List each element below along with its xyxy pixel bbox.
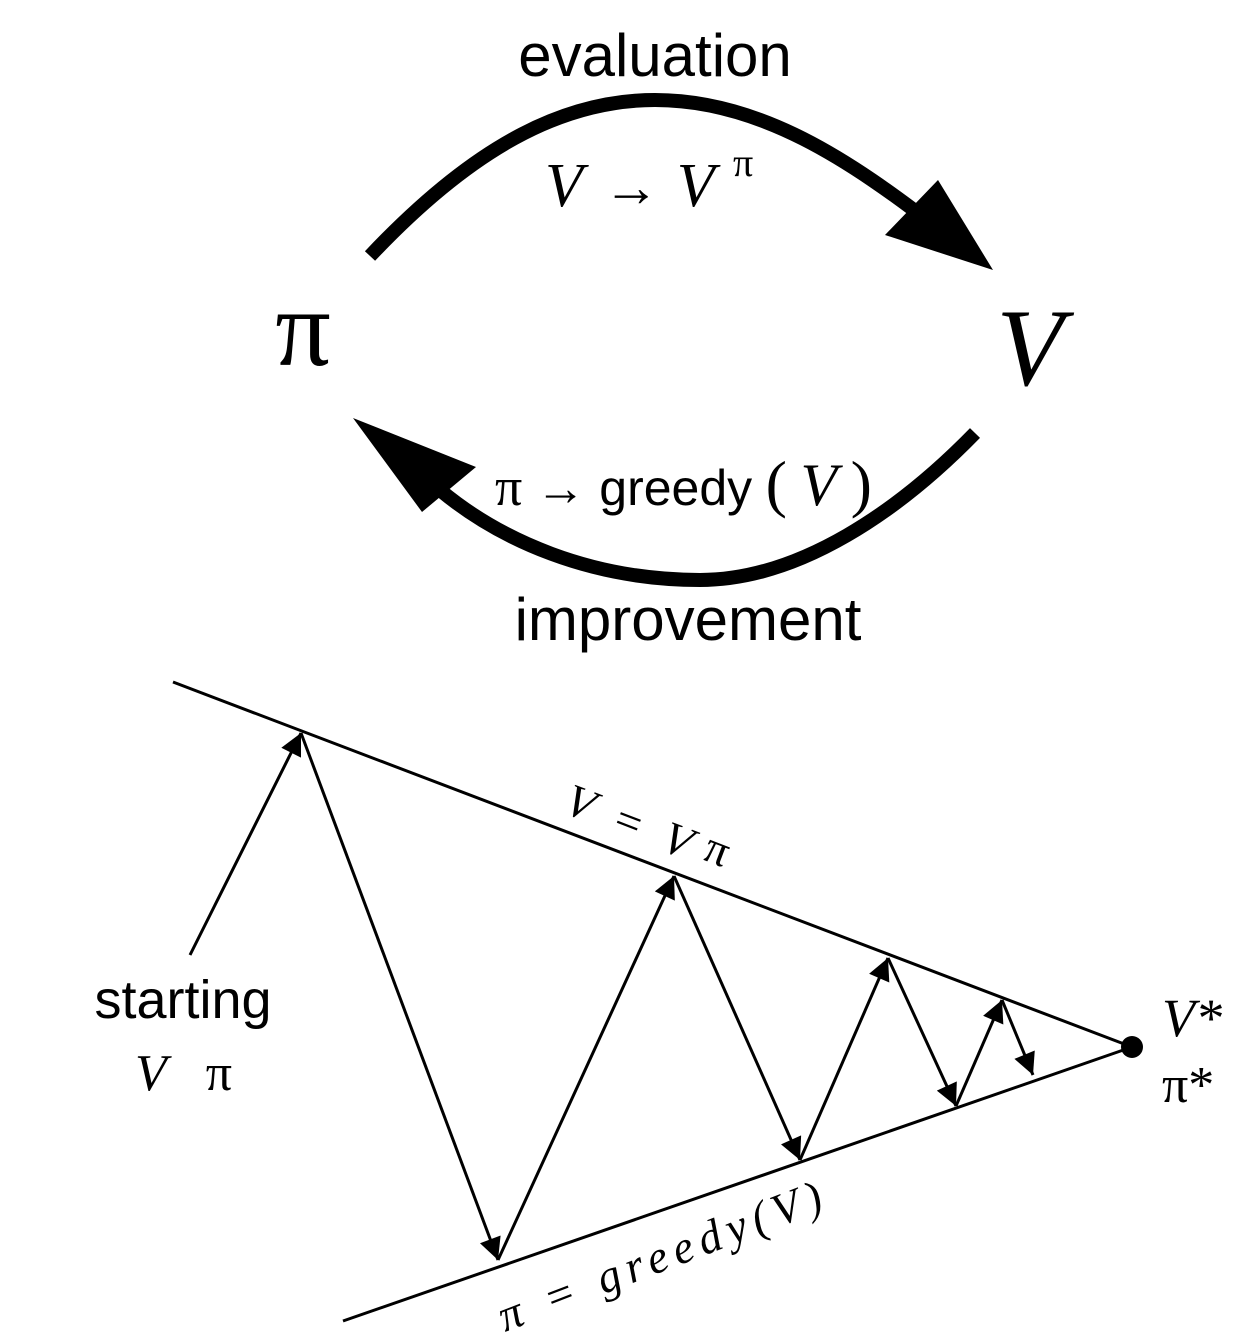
evaluation-arrow	[364, 92, 945, 261]
improvement-step-3	[886, 957, 958, 1107]
value-line-label-lhs: V	[558, 774, 607, 833]
policy-node: π	[275, 267, 331, 389]
value-line-label: V = V π	[558, 768, 737, 882]
value-line	[172, 680, 1133, 1049]
value-node: V	[996, 287, 1074, 409]
value-line-label-sup: π	[698, 821, 738, 877]
improvement-arrow	[435, 428, 981, 588]
starting-sub-v: V	[135, 1045, 172, 1102]
evaluation-cycle: evaluation V → V π π V π → greedy ( V ) …	[275, 22, 1074, 653]
improvement-step-1	[299, 732, 501, 1261]
improvement-formula-close: )	[851, 448, 872, 519]
greedy-policy-line	[342, 1045, 1133, 1323]
improvement-formula-lhs: π	[495, 457, 522, 517]
improvement-arrowhead	[353, 418, 476, 512]
optimal-policy-label: π*	[1162, 1057, 1214, 1114]
starting-label: starting	[94, 970, 271, 1030]
optimal-value-label: V*	[1162, 988, 1222, 1048]
evaluation-arrowhead	[885, 180, 993, 270]
improvement-formula-func: greedy	[599, 460, 752, 516]
starting-sub-label: V π	[135, 1045, 232, 1102]
starting-sub-pi: π	[206, 1045, 232, 1102]
evaluation-label: evaluation	[518, 22, 792, 89]
improvement-formula-open: (	[766, 448, 787, 519]
value-line-label-eq: =	[608, 793, 651, 850]
convergence-diagram: V = V π π = greedy(V) starting V π V* π*	[94, 680, 1222, 1341]
improvement-formula: π → greedy ( V )	[495, 448, 872, 519]
improvement-formula-arrow: →	[536, 460, 586, 516]
start-arrow	[188, 732, 303, 956]
improvement-step-4	[1000, 999, 1035, 1076]
evaluation-step-1	[496, 875, 676, 1261]
value-line-label-rhs: V	[656, 811, 705, 870]
optimum-dot	[1121, 1036, 1143, 1058]
evaluation-formula-lhs: V	[545, 152, 589, 220]
improvement-formula-arg: V	[800, 452, 843, 518]
improvement-step-2	[672, 875, 802, 1161]
evaluation-formula: V → V π	[545, 140, 753, 220]
evaluation-step-2	[798, 957, 890, 1161]
zigzag-arrows	[188, 732, 1035, 1261]
evaluation-step-3	[954, 999, 1004, 1107]
improvement-label: improvement	[515, 586, 862, 653]
evaluation-formula-rhs: V	[677, 152, 721, 220]
evaluation-formula-arrow: →	[603, 157, 659, 219]
greedy-line-label: π = greedy(V)	[490, 1168, 835, 1341]
evaluation-formula-sup: π	[733, 140, 753, 185]
